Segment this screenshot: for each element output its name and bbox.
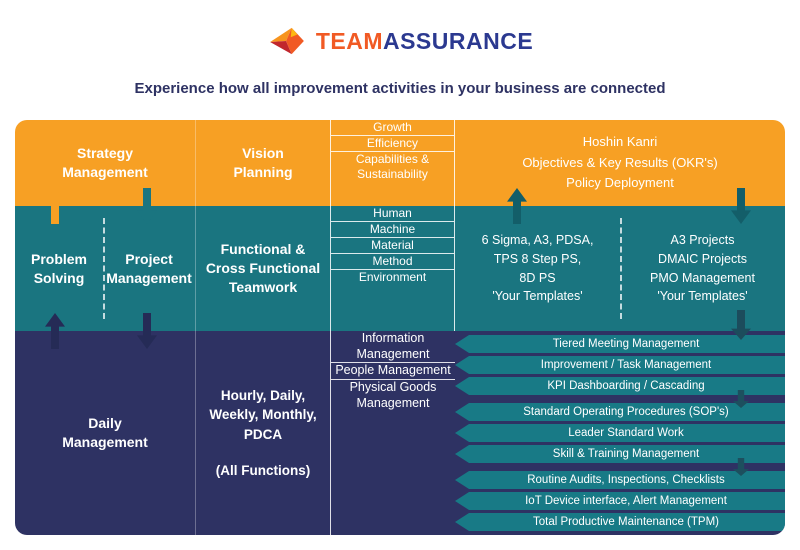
vision-planning-label: Vision Planning: [195, 120, 330, 206]
list-item: Machine: [331, 221, 454, 237]
chevron-bar: Total Productive Maintenance (TPM): [455, 513, 785, 531]
chevron-bar: Skill & Training Management: [455, 445, 785, 463]
problem-project-band: Problem Solving Project Management Funct…: [15, 206, 785, 331]
list-item: Efficiency: [331, 135, 454, 151]
daily-management-label: Daily Management: [62, 415, 148, 450]
brand-logo-icon: [269, 27, 304, 55]
cross-functional-teamwork-label: Functional & Cross Functional Teamwork: [195, 206, 330, 331]
tagline: Experience how all improvement activitie…: [134, 80, 666, 97]
tool-line: PMO Management: [650, 270, 755, 285]
problem-items-list: Human Machine Material Method Environmen…: [330, 206, 455, 331]
strategy-tools: Hoshin Kanri Objectives & Key Results (O…: [455, 120, 785, 206]
tool-line: 'Your Templates': [492, 289, 583, 304]
tool-line: A3 Projects: [670, 233, 735, 247]
daily-items-list: Information Management People Management…: [330, 331, 455, 535]
all-functions-note: (All Functions): [215, 462, 311, 478]
tool-line: 'Your Templates': [657, 289, 748, 304]
brand-logo-text: TEAMASSURANCE: [316, 28, 533, 55]
list-item: Material: [331, 237, 454, 253]
problem-solving-label: Problem Solving: [30, 250, 87, 286]
brand-name-second: ASSURANCE: [382, 27, 534, 54]
project-management-tools: A3 Projects DMAIC Projects PMO Managemen…: [620, 206, 785, 331]
tool-line: Hoshin Kanri: [582, 133, 658, 149]
chevron-bar: Improvement / Task Management: [455, 356, 785, 374]
chevron-bar: KPI Dashboarding / Cascading: [455, 377, 785, 395]
tool-line: Objectives & Key Results (OKR's): [522, 154, 718, 170]
problem-tools: 6 Sigma, A3, PDSA, TPS 8 Step PS, 8D PS …: [455, 206, 785, 331]
daily-tools: Tiered Meeting Management Improvement / …: [455, 331, 785, 535]
list-item: Information Management: [356, 331, 430, 361]
brand-name-first: TEAM: [315, 27, 383, 54]
chevron-bar: Leader Standard Work: [455, 424, 785, 442]
project-management-label: Project Management: [106, 250, 192, 286]
strategy-management-label: Strategy Management: [62, 145, 148, 180]
strategy-items-list: Growth Efficiency Capabilities & Sustain…: [330, 120, 455, 206]
chevron-bar: IoT Device interface, Alert Management: [455, 492, 785, 510]
strategy-band: Strategy Management Vision Planning Grow…: [15, 120, 785, 206]
brand-logo: TEAMASSURANCE: [0, 0, 800, 56]
list-item: Capabilities & Sustainability: [331, 151, 454, 182]
list-item: People Management: [331, 362, 455, 379]
list-item: Physical Goods Management: [331, 378, 455, 411]
daily-cadence-label: Hourly, Daily, Weekly, Monthly, PDCA (Al…: [195, 331, 330, 535]
tool-line: 8D PS: [519, 270, 556, 285]
list-item: Environment: [331, 269, 454, 285]
chevron-bar: Standard Operating Procedures (SOP's): [455, 403, 785, 421]
chevron-bar: Tiered Meeting Management: [455, 335, 785, 353]
tool-line: Policy Deployment: [566, 175, 674, 191]
dashed-divider: [103, 218, 105, 319]
dashed-divider: [620, 218, 622, 319]
problem-solving-tools: 6 Sigma, A3, PDSA, TPS 8 Step PS, 8D PS …: [455, 206, 620, 331]
tool-line: 6 Sigma, A3, PDSA,: [481, 233, 594, 247]
connected-improvement-diagram: Strategy Management Vision Planning Grow…: [15, 120, 785, 535]
people-tools-group: Standard Operating Procedures (SOP's) Le…: [455, 403, 785, 463]
chevron-bar: Routine Audits, Inspections, Checklists: [455, 471, 785, 489]
list-item: Growth: [373, 120, 412, 134]
list-item: Human: [373, 206, 412, 220]
problem-project-columns: Problem Solving Project Management: [15, 206, 195, 331]
information-tools-group: Tiered Meeting Management Improvement / …: [455, 335, 785, 395]
list-item: Method: [331, 253, 454, 269]
tool-line: DMAIC Projects: [658, 251, 747, 266]
physical-goods-tools-group: Routine Audits, Inspections, Checklists …: [455, 471, 785, 531]
daily-management-band: Daily Management Hourly, Daily, Weekly, …: [15, 331, 785, 535]
tool-line: TPS 8 Step PS,: [493, 251, 582, 266]
